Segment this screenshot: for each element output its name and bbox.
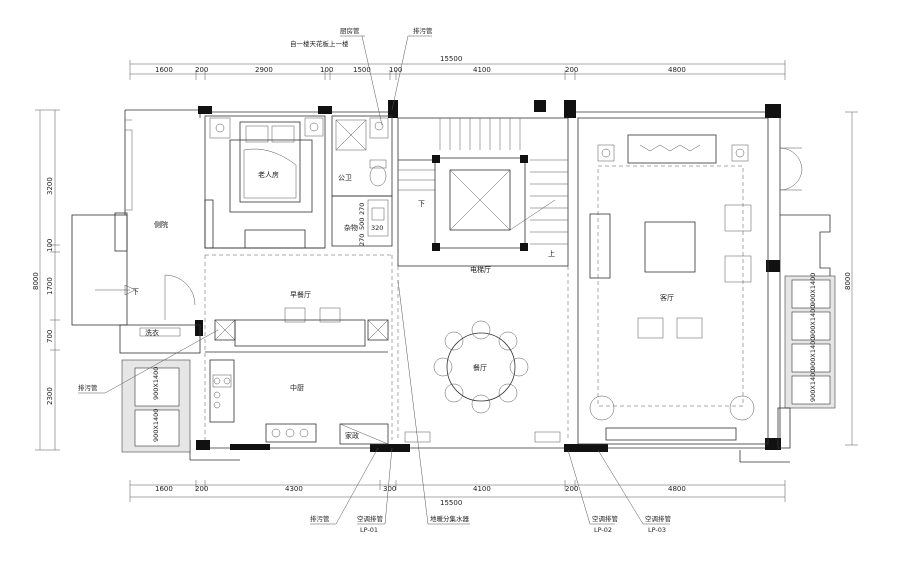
bottom-dimension-chain: 1600 200 4300 300 4100 200 4800 15500 xyxy=(129,480,786,507)
left-total-dim: 8000 xyxy=(32,272,40,290)
living-room: 客厅 xyxy=(577,117,803,445)
wash-label: 洗衣 xyxy=(145,328,159,337)
ac-tag1-label: LP-01 xyxy=(360,526,378,534)
living-label: 客厅 xyxy=(660,293,674,302)
kitchen-label: 中厨 xyxy=(290,383,304,392)
elderly-room: 老人房 xyxy=(204,115,326,249)
right-dimension-chain: 8000 xyxy=(844,111,858,446)
bottom-seg-dim: 4100 xyxy=(473,485,491,493)
elevator-hall-label: 电梯厅 xyxy=(470,265,491,274)
drain-top-label: 排污管 xyxy=(413,26,433,35)
ac-pipe1-label: 空调排管 xyxy=(357,514,384,523)
bottom-total-dim: 15500 xyxy=(440,499,462,507)
stair-up-label: 上 xyxy=(548,249,555,258)
public-bath: 公卫 杂物 270 500 270 320 xyxy=(331,115,393,247)
right-total-dim: 8000 xyxy=(844,272,852,290)
bottom-seg-dim: 4800 xyxy=(668,485,686,493)
window-size-label: 900X1400 xyxy=(152,409,160,442)
ac-pipe3-label: 空调排管 xyxy=(645,514,672,523)
ac-pipe2-label: 空调排管 xyxy=(592,514,619,523)
bottom-seg-dim: 200 xyxy=(195,485,208,493)
small-dim: 320 xyxy=(371,224,383,232)
right-bay-windows: 900X1400 900X1400 900X1400 900X1400 xyxy=(777,214,836,449)
bottom-seg-dim: 200 xyxy=(565,485,578,493)
exhaust-note-label: 自一楼天花板上一楼 xyxy=(290,39,349,48)
left-seg-dim: 3200 xyxy=(46,177,54,195)
small-dim: 500 xyxy=(358,218,366,230)
top-seg-dim: 100 xyxy=(389,66,402,74)
window-size-label: 900X1400 xyxy=(809,305,817,338)
top-seg-dim: 1600 xyxy=(155,66,173,74)
outer-walls xyxy=(124,100,790,463)
bottom-seg-dim: 4300 xyxy=(285,485,303,493)
small-dim: 270 xyxy=(358,203,366,215)
stair-down-label: 下 xyxy=(418,200,425,208)
garden-label: 侧院 xyxy=(154,220,168,229)
stair-treads xyxy=(398,118,568,245)
top-seg-dim: 4800 xyxy=(668,66,686,74)
top-dimension-chain: 15500 1600 200 2900 100 1500 100 4100 20… xyxy=(129,55,786,80)
left-seg-dim: 100 xyxy=(46,239,54,252)
top-seg-dim: 1500 xyxy=(353,66,371,74)
top-seg-dim: 2900 xyxy=(255,66,273,74)
left-seg-dim: 700 xyxy=(46,330,54,343)
window-size-label: 900X1400 xyxy=(809,273,817,306)
top-total-dim: 15500 xyxy=(440,55,462,63)
kitchen-area: 早餐厅 中厨 家政 洗衣 xyxy=(119,254,393,445)
drain-left-label: 排污管 xyxy=(78,383,98,392)
small-dim: 270 xyxy=(358,234,366,246)
stair-elevator-core: 下 上 电梯厅 xyxy=(397,117,569,274)
public-bath-label: 公卫 xyxy=(338,174,352,182)
ac-tag2-label: LP-02 xyxy=(594,526,612,534)
left-seg-dim: 1700 xyxy=(46,277,54,295)
left-seg-dim: 2300 xyxy=(46,387,54,405)
window-size-label: 900X1400 xyxy=(152,367,160,400)
top-seg-dim: 200 xyxy=(565,66,578,74)
top-seg-dim: 4100 xyxy=(473,66,491,74)
top-seg-dim: 200 xyxy=(195,66,208,74)
floor-drain-label: 地暖分集水器 xyxy=(430,514,470,523)
left-bay-windows: 900X1400 900X1400 xyxy=(121,359,191,453)
bottom-seg-dim: 1600 xyxy=(155,485,173,493)
dining-room: 餐厅 xyxy=(397,266,569,443)
dining-label: 餐厅 xyxy=(473,363,487,372)
ac-tag3-label: LP-03 xyxy=(648,526,666,534)
dining-area-label: 早餐厅 xyxy=(290,290,311,299)
window-size-label: 900X1400 xyxy=(809,369,817,402)
side-garden: 侧院 下 xyxy=(71,119,196,326)
storage-label: 杂物 xyxy=(344,223,358,232)
left-dimension-chain: 3200 100 1700 700 2300 8000 xyxy=(32,109,60,451)
exhaust-pipe-label: 厨房管 xyxy=(340,26,360,35)
top-seg-dim: 100 xyxy=(320,66,333,74)
stair-down-label: 下 xyxy=(132,288,139,296)
bottom-seg-dim: 300 xyxy=(383,485,396,493)
laundry-label: 家政 xyxy=(345,431,359,440)
drain-bottom-label: 排污管 xyxy=(310,514,330,523)
annotation-leaders: 厨房管 自一楼天花板上一楼 排污管 排污管 排污管 空调排管 LP-01 地暖分… xyxy=(78,26,672,534)
window-size-label: 900X1400 xyxy=(809,337,817,370)
elderly-room-label: 老人房 xyxy=(258,170,279,179)
